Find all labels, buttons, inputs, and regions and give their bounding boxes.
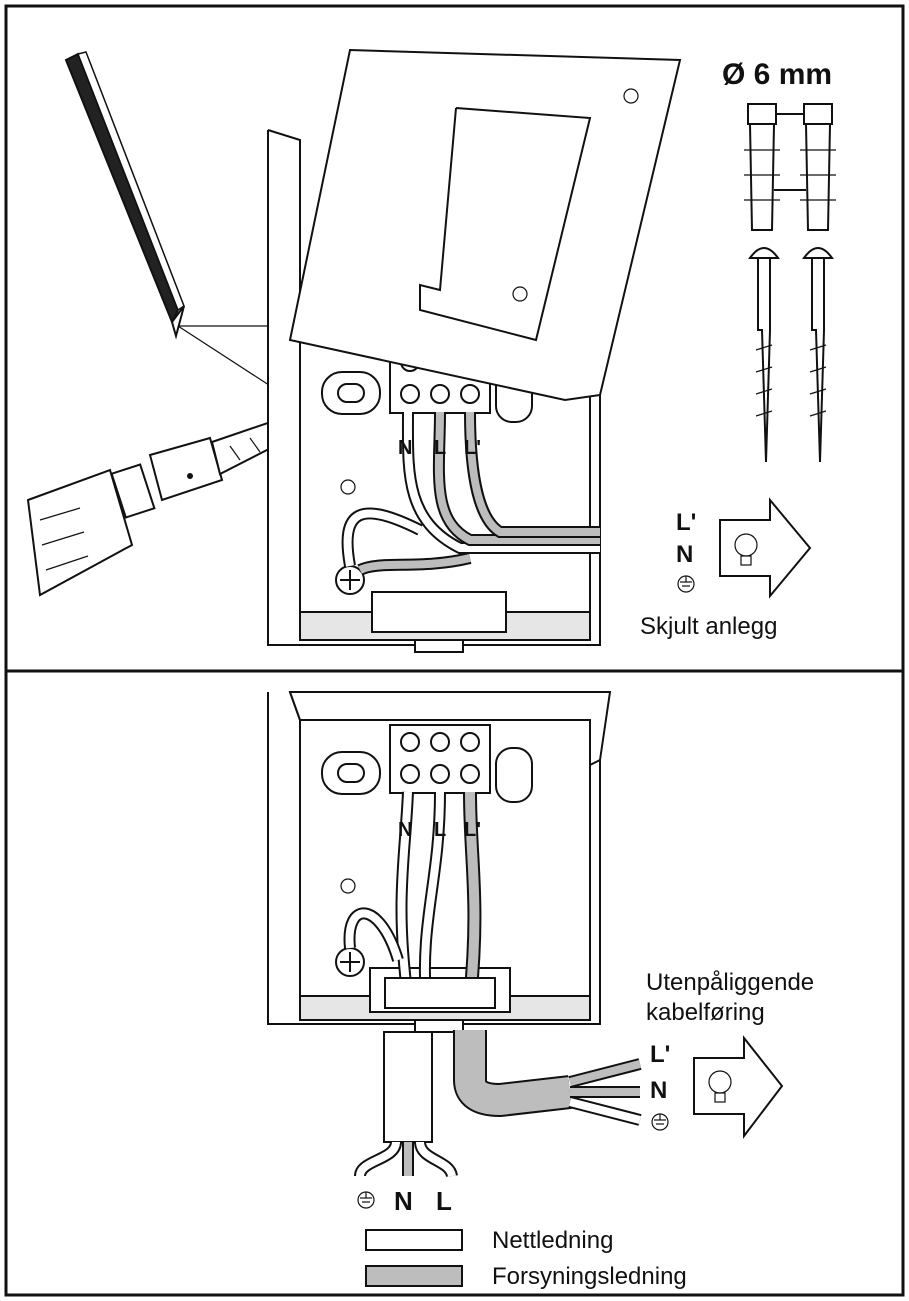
mains-label-l: L (436, 1186, 452, 1216)
legend-swatch-supply (365, 1265, 463, 1287)
terminal-label-l-prime-bottom: L' (464, 819, 481, 841)
out-label-n-bottom: N (650, 1077, 667, 1104)
bottom-panel: N L L' Utenpåliggende kabelføring L' N (267, 691, 814, 1290)
out-label-l-prime-bottom: L' (650, 1041, 670, 1068)
surface-mounted-label-line1: Utenpåliggende (646, 969, 814, 996)
diagram-frame (4, 4, 905, 1297)
terminal-label-l-bottom: L (434, 819, 446, 841)
terminal-label-l: L (434, 437, 446, 459)
wall-plug-icons (744, 103, 836, 231)
legend: Nettledning Forsyningsledning (365, 1227, 687, 1290)
terminal-label-n: N (398, 437, 412, 459)
ground-symbol-mains-icon (357, 1191, 375, 1209)
concealed-installation-label: Skjult anlegg (640, 613, 777, 640)
surface-mounted-label-line2: kabelføring (646, 999, 765, 1026)
ground-symbol-bottom-icon (651, 1113, 669, 1131)
diameter-label: Ø 6 mm (722, 58, 832, 91)
screw-icons (748, 247, 834, 463)
drill-icon (26, 410, 308, 597)
supply-cable (453, 1030, 642, 1126)
lamp-arrow-icon (719, 497, 812, 599)
pencil-icon (64, 51, 185, 340)
ground-symbol-icon (677, 575, 695, 593)
out-label-l-prime: L' (676, 509, 696, 536)
mains-cable (354, 1031, 458, 1178)
terminal-label-l-prime: L' (464, 437, 481, 459)
terminal-label-n-bottom: N (398, 819, 412, 841)
out-label-n: N (676, 541, 693, 568)
legend-swatch-mains (365, 1229, 463, 1251)
top-panel: N L L' Ø 6 mm L' N (26, 48, 836, 653)
mounting-box-top (267, 48, 682, 653)
mounting-box-bottom (267, 691, 612, 1033)
mains-label-n: N (394, 1186, 413, 1216)
legend-label-mains: Nettledning (492, 1227, 613, 1254)
legend-label-supply: Forsyningsledning (492, 1263, 687, 1290)
lamp-arrow-bottom-icon (693, 1035, 784, 1139)
